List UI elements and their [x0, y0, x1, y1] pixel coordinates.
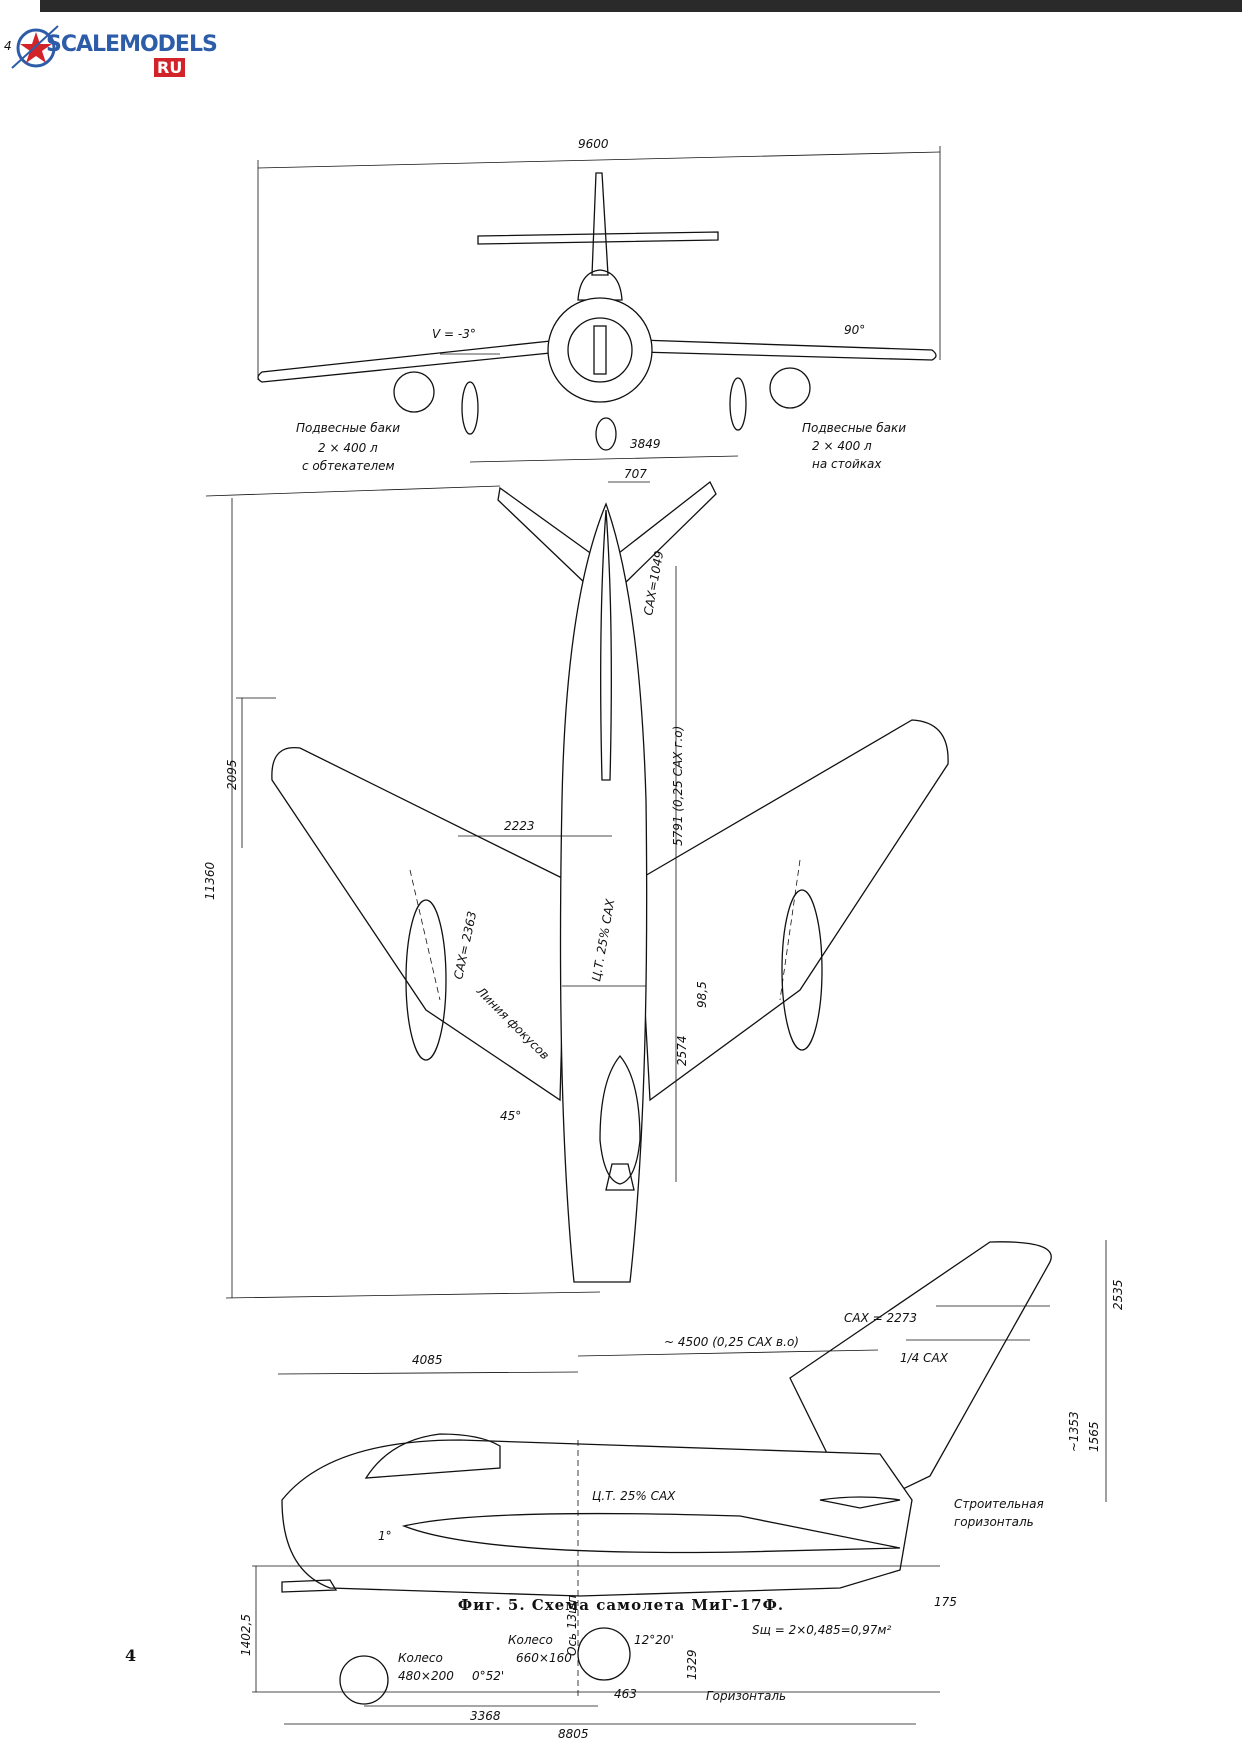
- front-stabilizer: [477, 231, 719, 245]
- angle-tail: 12°20': [634, 1633, 674, 1647]
- front-fuselage: [547, 297, 653, 403]
- pylon-right: [729, 377, 747, 431]
- dihedral-label: V = -3°: [432, 327, 476, 341]
- tank-spacing-dim: 3849: [630, 437, 661, 451]
- site-logo[interactable]: SCALEMODELS RU: [8, 18, 218, 82]
- cg-small: 98,5: [695, 981, 709, 1008]
- front-fin: [591, 172, 609, 276]
- front-canopy: [577, 269, 623, 301]
- nose-length-line: [277, 1371, 579, 1375]
- front-intake: [567, 317, 633, 383]
- top-tank-left: [405, 899, 447, 1061]
- angle-small: 0°52': [472, 1669, 504, 1683]
- dim-175: 175: [934, 1595, 957, 1609]
- sweep-angle: 45°: [500, 1109, 521, 1123]
- left-tanks-label-2: 2 × 400 л: [318, 441, 378, 455]
- wheel2-size: 660×160: [516, 1651, 572, 1665]
- tail-mac: САХ=1049: [641, 550, 666, 617]
- logo-text: SCALEMODELS: [46, 32, 218, 57]
- wheel2-label: Колесо: [508, 1633, 553, 1647]
- top-view: 11360 2095 707 САХ=1049 Ц.Т. 25% САХ 579…: [203, 467, 949, 1299]
- top-wing-left: [271, 746, 567, 1102]
- quarter-mac: 1/4 САХ: [900, 1351, 949, 1365]
- top-tank-right: [781, 889, 823, 1051]
- wing-root: 2574: [675, 1035, 689, 1066]
- length-ext-bottom: [225, 1291, 601, 1299]
- top-fin-shadow: [600, 509, 612, 781]
- angle-90: 90°: [844, 323, 865, 337]
- side-view: 4085 ~ 4500 (0,25 САХ в.о) САХ = 2273 1/…: [239, 1240, 1125, 1741]
- top-windscreen: [605, 1163, 635, 1191]
- axis-label: Ось 13шп: [565, 1595, 579, 1656]
- horizon-label: Горизонталь: [706, 1689, 786, 1703]
- side-probe: [281, 1579, 338, 1593]
- left-flap-line: [409, 869, 441, 1001]
- tail-dist: ~ 4500 (0,25 САХ в.о): [664, 1335, 799, 1349]
- right-tanks-label-2: 2 × 400 л: [812, 439, 872, 453]
- build-line-1: Строительная: [954, 1497, 1044, 1511]
- length-ext-top: [205, 485, 501, 497]
- total-length: 8805: [558, 1727, 589, 1741]
- side-fin-outline: [789, 1241, 1052, 1501]
- side-fuselage: [281, 1439, 913, 1597]
- wheel1-label: Колесо: [398, 1651, 443, 1665]
- tank-right: [769, 367, 811, 409]
- cg-distance: 5791 (0,25 САХ г.о): [671, 726, 685, 846]
- star-plane-icon: [11, 25, 59, 69]
- wheel1-size: 480×200: [398, 1669, 454, 1683]
- height-total: 1402,5: [239, 1614, 253, 1656]
- fin-mac: САХ = 2273: [844, 1311, 917, 1325]
- figure-caption: Фиг. 5. Схема самолета МиГ-17Ф.: [457, 1596, 785, 1614]
- right-tanks-label-1: Подвесные баки: [802, 421, 906, 435]
- tail-width-dim: 707: [624, 467, 647, 481]
- span-to-mac: 2223: [504, 819, 535, 833]
- fin-1353: ~1353: [1067, 1411, 1081, 1452]
- top-scan-gap: [0, 0, 40, 12]
- build-line-2: горизонталь: [954, 1515, 1034, 1529]
- dim-1329: 1329: [685, 1649, 699, 1680]
- nose-length: 4085: [412, 1353, 443, 1367]
- right-tanks-label-3: на стойках: [812, 457, 882, 471]
- tank-spacing-line: [469, 455, 739, 463]
- corner-mark: 4: [4, 39, 12, 53]
- span-dim: 9600: [578, 137, 609, 151]
- side-stabilizer: [819, 1496, 901, 1509]
- tail-dist-line: [577, 1349, 879, 1357]
- tank-left: [393, 371, 435, 413]
- incidence: 1°: [378, 1529, 392, 1543]
- page-number: 4: [125, 1646, 137, 1665]
- dim-463: 463: [614, 1687, 637, 1701]
- cg-label-side: Ц.Т. 25% САХ: [592, 1489, 676, 1503]
- length-dim: 11360: [203, 861, 217, 900]
- top-fuselage: [559, 502, 648, 1283]
- top-canopy: [599, 1054, 641, 1185]
- left-tanks-label-1: Подвесные баки: [296, 421, 400, 435]
- wing-offset-dim: 2095: [225, 759, 239, 790]
- pylon-left: [461, 381, 479, 435]
- fin-height: 2535: [1111, 1279, 1125, 1310]
- span-dim-line: [257, 151, 941, 169]
- front-wing-right: [639, 339, 937, 361]
- nose-wheel: [339, 1655, 389, 1705]
- wing-mac: САХ= 2363: [451, 910, 479, 981]
- front-gear: [595, 417, 617, 451]
- top-scan-edge: [0, 0, 1242, 12]
- side-wing: [401, 1512, 901, 1554]
- main-wheel: [577, 1627, 631, 1681]
- logo-suffix: RU: [154, 58, 186, 77]
- right-flap-line: [779, 859, 801, 1001]
- focus-line: Линия фокусов: [473, 984, 552, 1063]
- left-tanks-label-3: с обтекателем: [302, 459, 395, 473]
- front-view: 9600 V = -3° 90° 3849 Подвесные баки 2 ×…: [257, 137, 941, 473]
- wheelbase: 3368: [470, 1709, 501, 1723]
- side-canopy: [364, 1433, 501, 1479]
- top-wing-right: [637, 719, 949, 1102]
- fin-1565: 1565: [1087, 1421, 1101, 1452]
- front-splitter: [593, 325, 607, 375]
- front-wing-left: [257, 339, 561, 383]
- brake-area: Sщ = 2×0,485=0,97м²: [752, 1623, 891, 1637]
